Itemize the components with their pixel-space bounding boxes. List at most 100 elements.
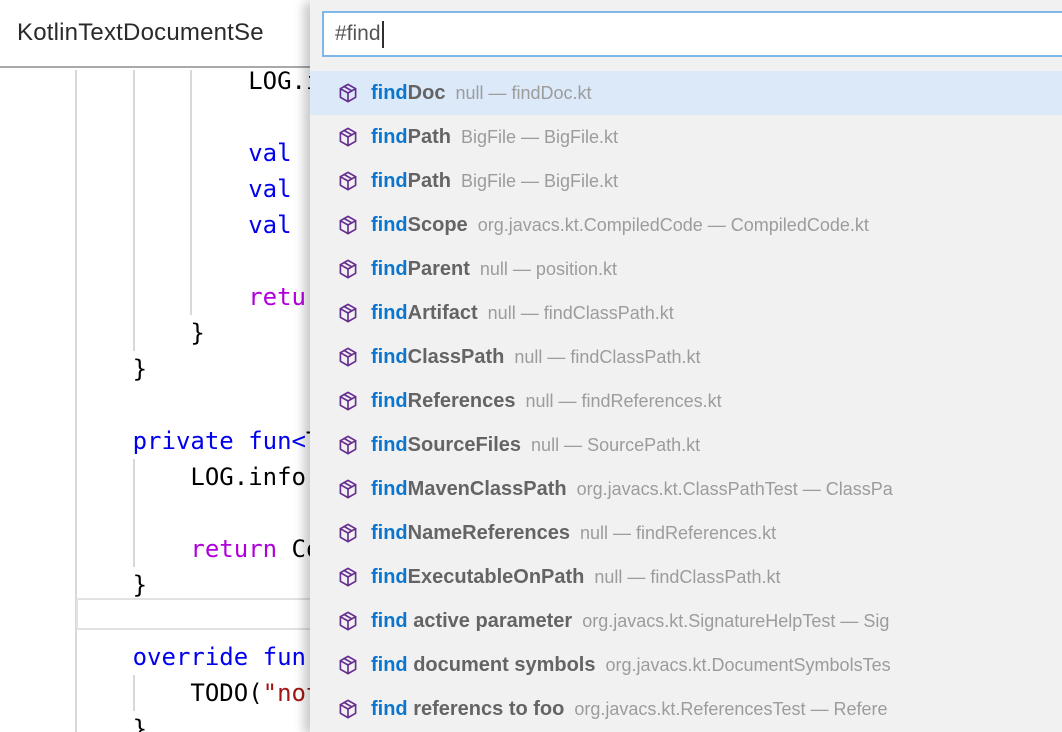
- matched-text: find: [371, 565, 408, 588]
- symbol-name-rest: active parameter: [407, 609, 573, 632]
- symbol-label: findArtifact: [371, 302, 478, 325]
- symbol-method-icon: [337, 566, 359, 588]
- symbol-name-rest: ExecutableOnPath: [407, 565, 585, 588]
- symbol-name-rest: SourceFiles: [407, 433, 522, 456]
- indent-guide: [190, 70, 192, 315]
- symbol-method-icon: [337, 522, 359, 544]
- symbol-description: null — position.kt: [479, 258, 617, 279]
- editor-tab-title[interactable]: KotlinTextDocumentSe: [17, 19, 264, 46]
- matched-text: find: [371, 697, 408, 720]
- symbol-label: findParent: [371, 258, 470, 281]
- symbol-label: findExecutableOnPath: [371, 566, 584, 589]
- matched-text: find: [371, 345, 408, 368]
- symbol-label: findDoc: [371, 82, 445, 105]
- symbol-name-rest: Scope: [407, 213, 468, 236]
- symbol-description: null — findClassPath.kt: [594, 566, 781, 587]
- symbol-label: findPath: [371, 170, 451, 193]
- symbol-label: find active parameter: [371, 610, 572, 633]
- code-line: return Co: [190, 535, 321, 563]
- code-line: val: [248, 139, 292, 167]
- matched-text: find: [371, 521, 408, 544]
- symbol-name-rest: Parent: [407, 257, 470, 280]
- symbol-description: null — SourcePath.kt: [531, 434, 701, 455]
- symbol-result-row[interactable]: findSourceFiles null — SourcePath.kt: [310, 423, 1062, 467]
- symbol-name-rest: referencs to foo: [407, 697, 565, 720]
- code-line: return: [248, 283, 335, 311]
- symbol-method-icon: [337, 610, 359, 632]
- matched-text: find: [371, 257, 408, 280]
- matched-text: find: [371, 477, 408, 500]
- symbol-description: org.javacs.kt.ReferencesTest — Refere: [574, 698, 888, 719]
- symbol-method-icon: [337, 126, 359, 148]
- symbol-name-rest: MavenClassPath: [407, 477, 567, 500]
- symbol-result-row[interactable]: findDoc null — findDoc.kt: [310, 71, 1062, 115]
- symbol-label: findMavenClassPath: [371, 478, 567, 501]
- symbol-result-row[interactable]: findNameReferences null — findReferences.…: [310, 511, 1062, 555]
- symbol-result-row[interactable]: findArtifact null — findClassPath.kt: [310, 291, 1062, 335]
- symbol-description: null — findClassPath.kt: [514, 346, 701, 367]
- symbol-description: BigFile — BigFile.kt: [461, 126, 619, 147]
- symbol-method-icon: [337, 82, 359, 104]
- matched-text: find: [371, 609, 408, 632]
- symbol-name-rest: document symbols: [407, 653, 596, 676]
- code-line: }: [190, 319, 205, 347]
- symbol-result-row[interactable]: findExecutableOnPath null — findClassPath…: [310, 555, 1062, 599]
- symbol-result-row[interactable]: findReferences null — findReferences.kt: [310, 379, 1062, 423]
- matched-text: find: [371, 389, 408, 412]
- symbol-result-row[interactable]: findClassPath null — findClassPath.kt: [310, 335, 1062, 379]
- symbol-result-row[interactable]: findParent null — position.kt: [310, 247, 1062, 291]
- symbol-result-row[interactable]: find document symbols org.javacs.kt.Docum…: [310, 643, 1062, 687]
- symbol-name-rest: Path: [407, 169, 451, 192]
- symbol-name-rest: Artifact: [407, 301, 478, 324]
- symbol-result-row[interactable]: find active parameter org.javacs.kt.Signa…: [310, 599, 1062, 643]
- symbol-method-icon: [337, 214, 359, 236]
- symbol-description: null — findDoc.kt: [455, 82, 592, 103]
- symbol-label: findScope: [371, 214, 468, 237]
- symbol-method-icon: [337, 478, 359, 500]
- symbol-result-row[interactable]: findPath BigFile — BigFile.kt: [310, 159, 1062, 203]
- code-editor[interactable]: LOG.i val val ( val return } } private f…: [17, 63, 335, 732]
- symbol-description: null — findReferences.kt: [525, 390, 722, 411]
- symbol-name-rest: Doc: [407, 81, 446, 104]
- code-line: val (: [248, 175, 321, 203]
- symbol-label: findClassPath: [371, 346, 504, 369]
- symbol-description: org.javacs.kt.ClassPathTest — ClassPa: [576, 478, 893, 499]
- symbol-result-row[interactable]: findMavenClassPath org.javacs.kt.ClassPat…: [310, 467, 1062, 511]
- symbol-label: findReferences: [371, 390, 516, 413]
- code-line: override fun: [132, 643, 306, 671]
- symbol-description: null — findClassPath.kt: [487, 302, 674, 323]
- search-query-text: #find: [335, 22, 381, 45]
- code-line: [17, 387, 335, 423]
- matched-text: find: [371, 81, 408, 104]
- text-cursor: [381, 20, 384, 48]
- code-line: [17, 99, 335, 135]
- symbol-method-icon: [337, 698, 359, 720]
- symbol-search-input[interactable]: #find: [322, 11, 1062, 57]
- code-line: LOG.info: [190, 463, 306, 491]
- code-line: }: [132, 571, 148, 599]
- symbol-description: BigFile — BigFile.kt: [461, 170, 619, 191]
- symbol-description: null — findReferences.kt: [579, 522, 777, 543]
- indent-guide: [133, 675, 135, 711]
- symbol-label: findNameReferences: [371, 522, 570, 545]
- symbol-method-icon: [337, 258, 359, 280]
- indent-guide: [133, 459, 135, 567]
- code-line: [17, 495, 335, 531]
- code-line: }: [132, 355, 148, 383]
- code-line: [17, 603, 335, 639]
- symbol-description: org.javacs.kt.DocumentSymbolsTes: [605, 654, 891, 675]
- symbol-label: find document symbols: [371, 654, 595, 677]
- symbol-name-rest: ClassPath: [407, 345, 505, 368]
- symbol-label: findSourceFiles: [371, 434, 521, 457]
- symbol-description: org.javacs.kt.SignatureHelpTest — Sig: [582, 610, 890, 631]
- symbol-result-row[interactable]: find referencs to foo org.javacs.kt.Refer…: [310, 687, 1062, 731]
- symbol-method-icon: [337, 346, 359, 368]
- symbol-name-rest: Path: [407, 125, 451, 148]
- symbol-label: find referencs to foo: [371, 698, 564, 721]
- matched-text: find: [371, 213, 408, 236]
